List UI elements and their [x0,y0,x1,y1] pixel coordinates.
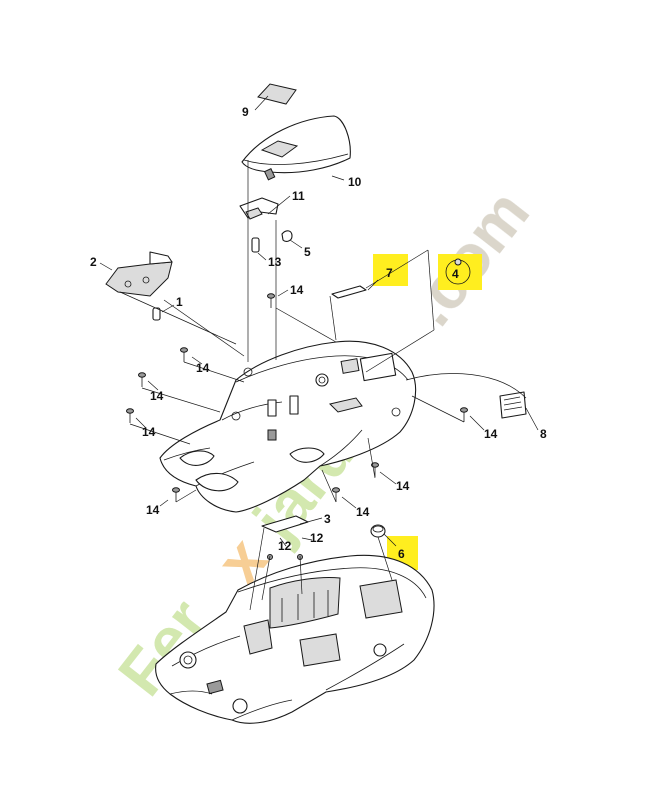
label-part-14-b: 14 [196,361,210,375]
label-part-14-h: 14 [356,505,370,519]
label-part-9: 9 [242,105,249,119]
label-part-14-f: 14 [396,479,410,493]
label-part-2: 2 [90,255,97,269]
label-part-14-a: 14 [290,283,304,297]
label-part-6: 6 [398,547,405,561]
label-part-14-e: 14 [484,427,498,441]
screw-14-c [138,372,146,387]
label-part-11: 11 [292,189,305,203]
highlight-box-7 [373,254,408,286]
screw-14-e [460,407,468,422]
part-7-sticker [331,285,367,299]
label-part-14-c: 14 [150,389,164,403]
label-part-8: 8 [540,427,547,441]
part-11-bracket [239,197,279,220]
label-part-3: 3 [324,512,331,526]
part-10-top-cover [241,115,351,181]
label-part-12-a: 12 [278,539,292,553]
label-part-13: 13 [268,255,282,269]
part-labels: 9 10 11 5 13 2 1 7 4 14 14 14 14 14 14 1… [90,105,547,561]
part-4-dot [454,258,462,266]
label-part-10: 10 [348,175,362,189]
lower-chassis [155,554,435,724]
nuts-12 [267,554,303,560]
main-body-upper [159,340,417,513]
screw-14-f [371,462,379,477]
screw-14-d [126,408,134,423]
label-part-4: 4 [452,267,459,281]
part-5-clip [281,230,293,242]
part-2-bracket [105,251,173,297]
part-8-label [499,391,527,419]
label-part-7: 7 [386,266,393,280]
label-part-5: 5 [304,245,311,259]
screw-14-b [180,347,188,362]
label-part-14-g: 14 [146,503,160,517]
screw-14-h [332,487,340,502]
screw-14-g [172,487,180,502]
leader-lines [99,95,539,611]
label-part-1: 1 [176,295,183,309]
part-13-pin [251,237,260,253]
label-part-14-d: 14 [142,425,156,439]
part-9-plate [257,83,297,105]
part-6-cap [370,524,386,538]
screw-14-a [267,293,275,308]
screws-14 [126,293,468,502]
label-part-12-b: 12 [310,531,324,545]
